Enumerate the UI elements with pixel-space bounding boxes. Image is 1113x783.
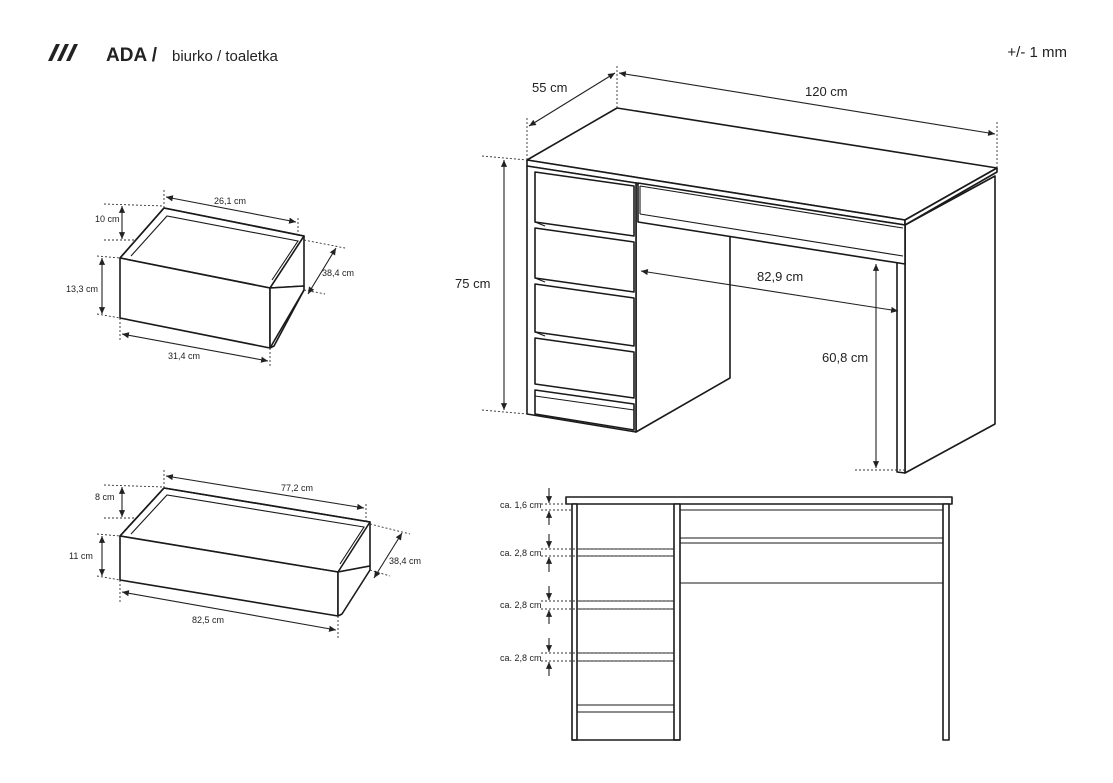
svg-text:31,4 cm: 31,4 cm: [168, 351, 200, 361]
desk-right-leg-side: [904, 175, 996, 474]
gap-marker-1: ca. 1,6 cm: [500, 488, 572, 525]
gap-marker-2: ca. 2,8 cm: [500, 534, 674, 572]
svg-text:ca. 2,8 cm: ca. 2,8 cm: [500, 600, 542, 610]
large-drawer-view: 77,2 cm 8 cm 38,4 cm 11 cm 82,5 cm: [69, 468, 421, 638]
svg-text:38,4 cm: 38,4 cm: [322, 268, 354, 278]
front-view-top: [565, 496, 953, 505]
front-view-mid-panel: [673, 503, 681, 741]
width-label: 120 cm: [805, 84, 848, 99]
clearance-width-line: [640, 269, 899, 313]
svg-text:ca. 2,8 cm: ca. 2,8 cm: [500, 548, 542, 558]
brand-slash-logo: [48, 44, 78, 61]
depth-label: 55 cm: [532, 80, 567, 95]
small-drawer-view: 26,1 cm 10 cm 38,4 cm 13,3 cm 31,4 cm: [66, 190, 354, 366]
width-dimension-line: [618, 71, 996, 136]
svg-text:77,2 cm: 77,2 cm: [281, 483, 313, 493]
svg-text:10 cm: 10 cm: [95, 214, 120, 224]
desk-isometric-view: 55 cm 120 cm 75 cm 82,9 cm 60,8 cm: [455, 66, 998, 474]
product-title: ADA /: [106, 45, 158, 66]
height-label: 75 cm: [455, 276, 490, 291]
gap-marker-3: ca. 2,8 cm: [500, 586, 674, 624]
tolerance-note: +/- 1 mm: [1007, 44, 1067, 61]
front-view-right-leg: [942, 503, 950, 741]
clearance-width-label: 82,9 cm: [757, 269, 803, 284]
svg-text:26,1 cm: 26,1 cm: [214, 196, 246, 206]
desk-long-drawer: [637, 182, 906, 265]
svg-text:38,4 cm: 38,4 cm: [389, 556, 421, 566]
svg-text:8 cm: 8 cm: [95, 492, 115, 502]
svg-text:ca. 1,6 cm: ca. 1,6 cm: [500, 500, 542, 510]
svg-text:13,3 cm: 13,3 cm: [66, 284, 98, 294]
desk-pedestal-drawers: [534, 171, 635, 431]
svg-text:82,5 cm: 82,5 cm: [192, 615, 224, 625]
svg-text:11 cm: 11 cm: [69, 551, 93, 561]
gap-marker-4: ca. 2,8 cm: [500, 638, 674, 676]
front-view-left-panel: [571, 503, 578, 741]
desk-front-view: ca. 1,6 cm ca. 2,8 cm ca. 2,8 cm ca. 2,8…: [500, 488, 953, 741]
depth-dimension-line: [528, 72, 616, 127]
product-subtitle: biurko / toaletka: [172, 48, 279, 65]
clearance-height-label: 60,8 cm: [822, 350, 868, 365]
svg-text:ca. 2,8 cm: ca. 2,8 cm: [500, 653, 542, 663]
